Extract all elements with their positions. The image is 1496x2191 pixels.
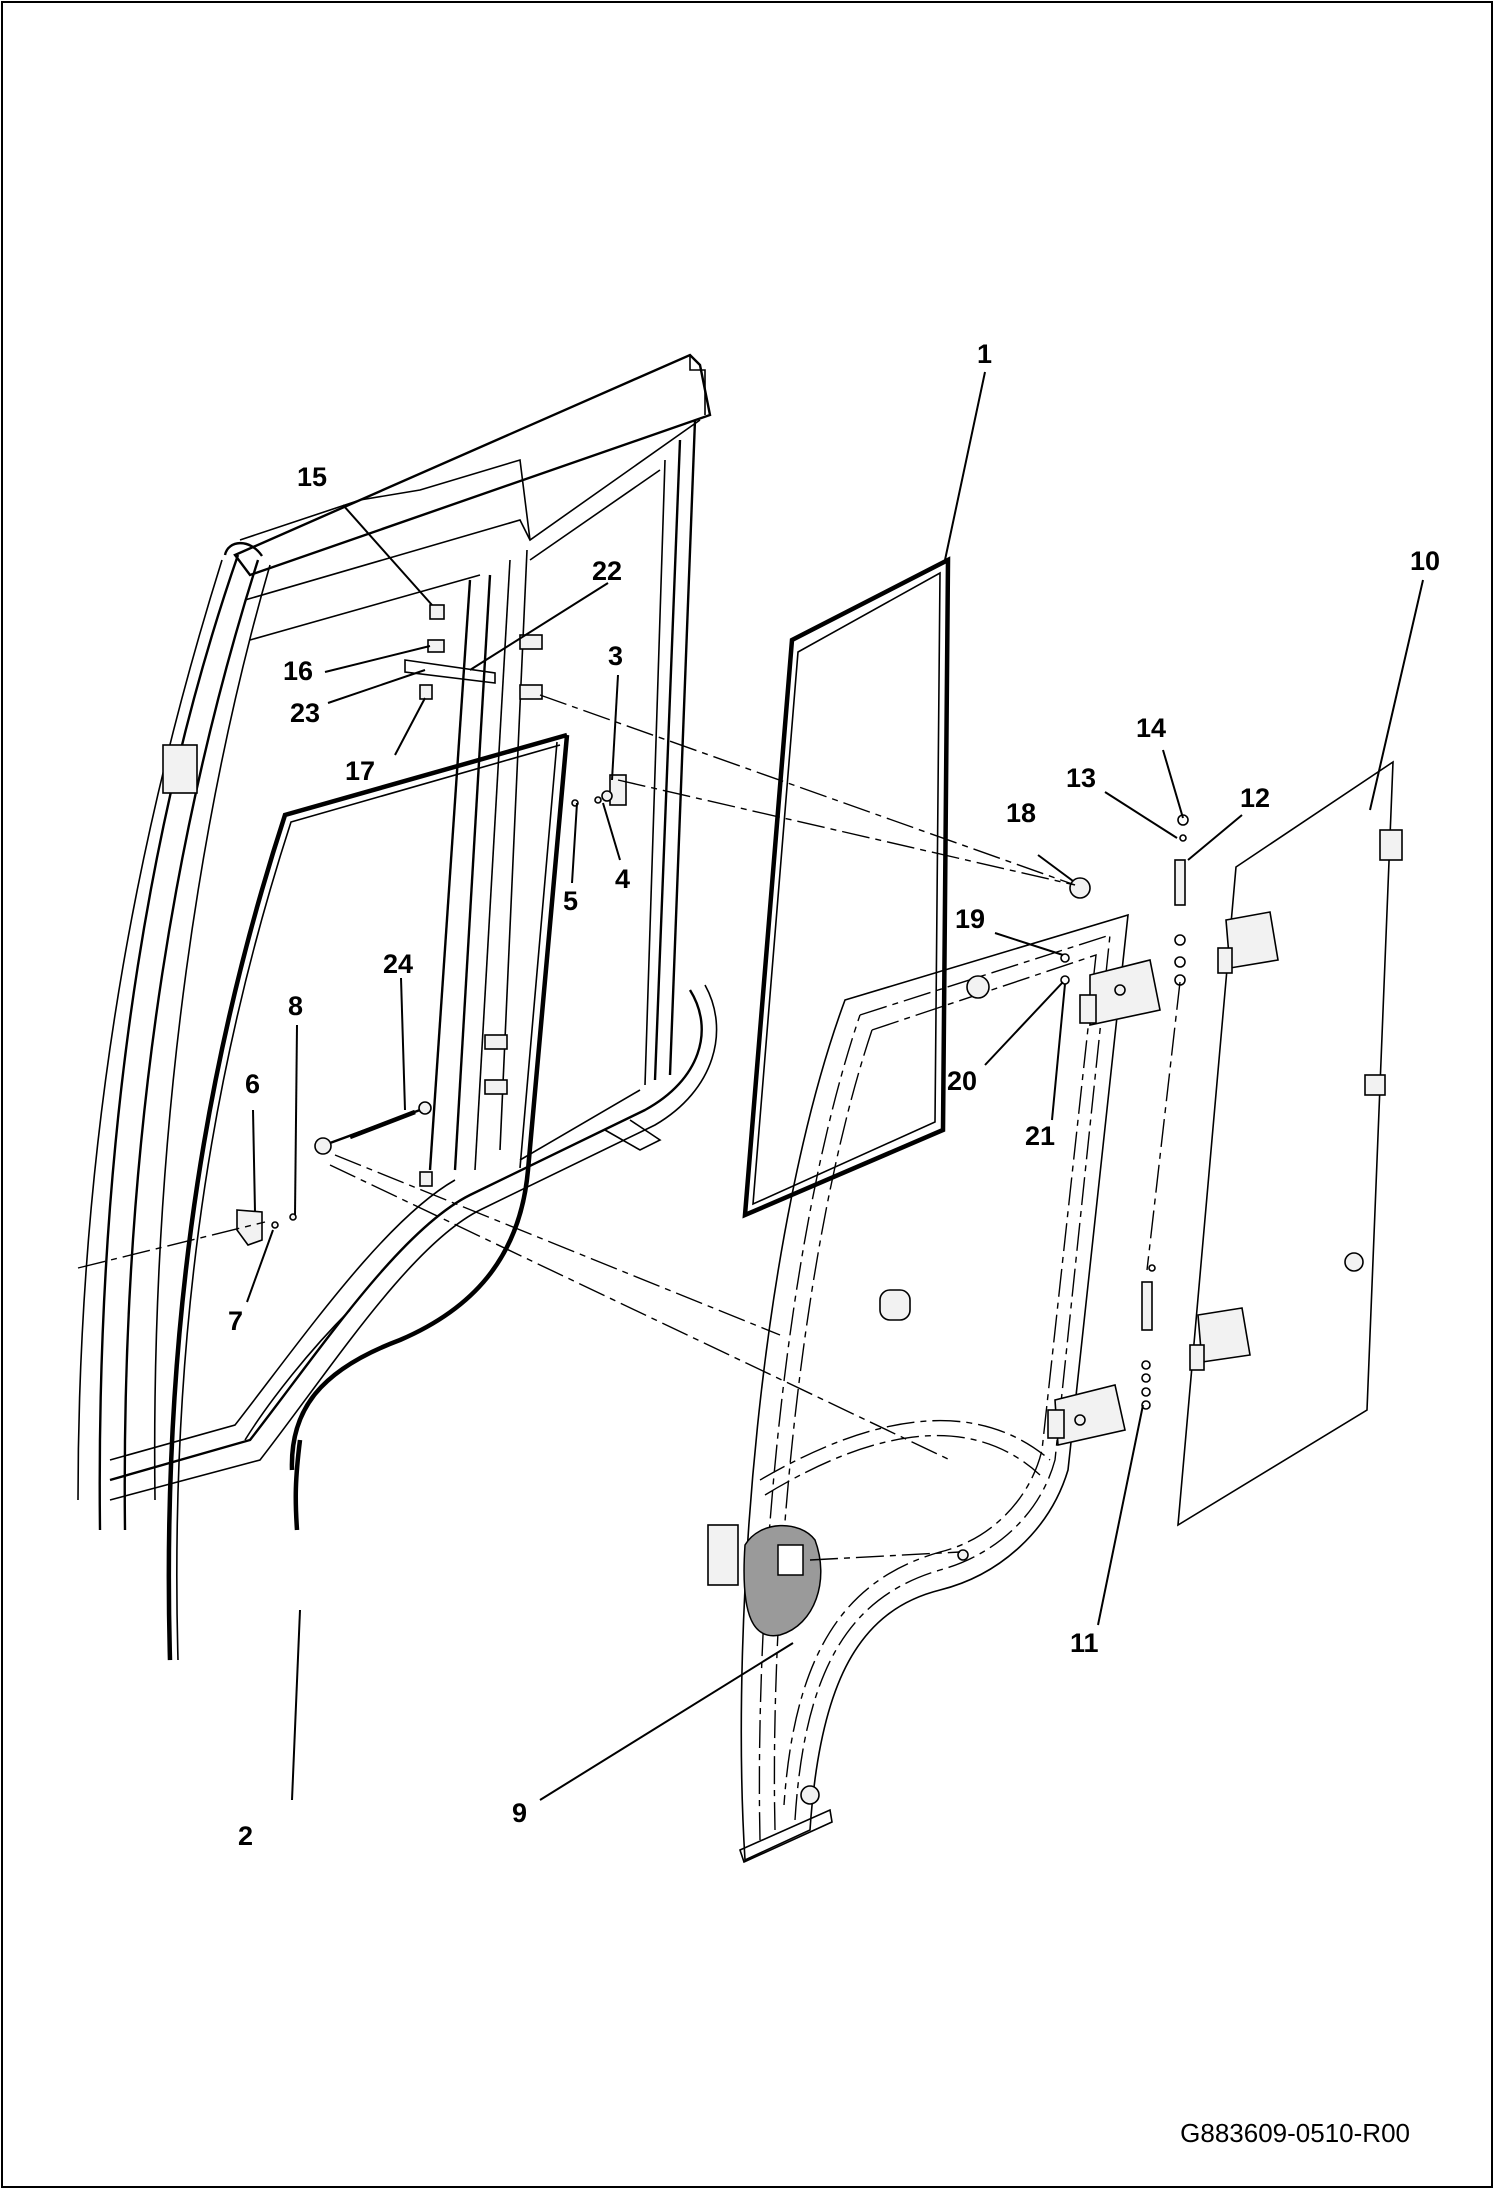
cab-frame — [77, 353, 718, 1531]
callout-9: 9 — [512, 1798, 527, 1828]
callout-8: 8 — [288, 991, 303, 1021]
callout-13: 13 — [1066, 763, 1096, 793]
callout-19: 19 — [955, 904, 985, 934]
callout-12: 12 — [1240, 783, 1270, 813]
callout-11: 11 — [1070, 1628, 1099, 1658]
door-glass-part-10 — [1177, 760, 1403, 1527]
glass-part-1 — [742, 556, 951, 1219]
door-frame-part-9 — [707, 913, 1129, 1864]
callout-17: 17 — [345, 756, 375, 786]
callout-4: 4 — [615, 864, 630, 894]
callout-2: 2 — [238, 1821, 253, 1851]
callout-3: 3 — [608, 641, 623, 671]
callout-24: 24 — [383, 949, 413, 979]
callout-14: 14 — [1136, 713, 1166, 743]
callout-16: 16 — [283, 656, 313, 686]
callout-1: 1 — [977, 339, 992, 369]
callout-6: 6 — [245, 1069, 260, 1099]
callout-7: 7 — [228, 1306, 243, 1336]
callout-20: 20 — [947, 1066, 977, 1096]
callout-18: 18 — [1006, 798, 1036, 828]
callout-10: 10 — [1410, 546, 1440, 576]
callout-5: 5 — [563, 886, 578, 916]
drawing-number: G883609-0510-R00 — [1180, 2118, 1410, 2148]
callout-15: 15 — [297, 462, 327, 492]
leader-lines — [246, 371, 1424, 1801]
alignment-lines — [77, 694, 1181, 1561]
callout-21: 21 — [1025, 1121, 1055, 1151]
callout-22: 22 — [592, 556, 622, 586]
hinges-part-11 — [1047, 814, 1189, 1446]
callout-labels: 1 2 3 4 5 6 7 8 9 10 11 12 13 14 15 16 1… — [228, 339, 1440, 1851]
callout-23: 23 — [290, 698, 320, 728]
